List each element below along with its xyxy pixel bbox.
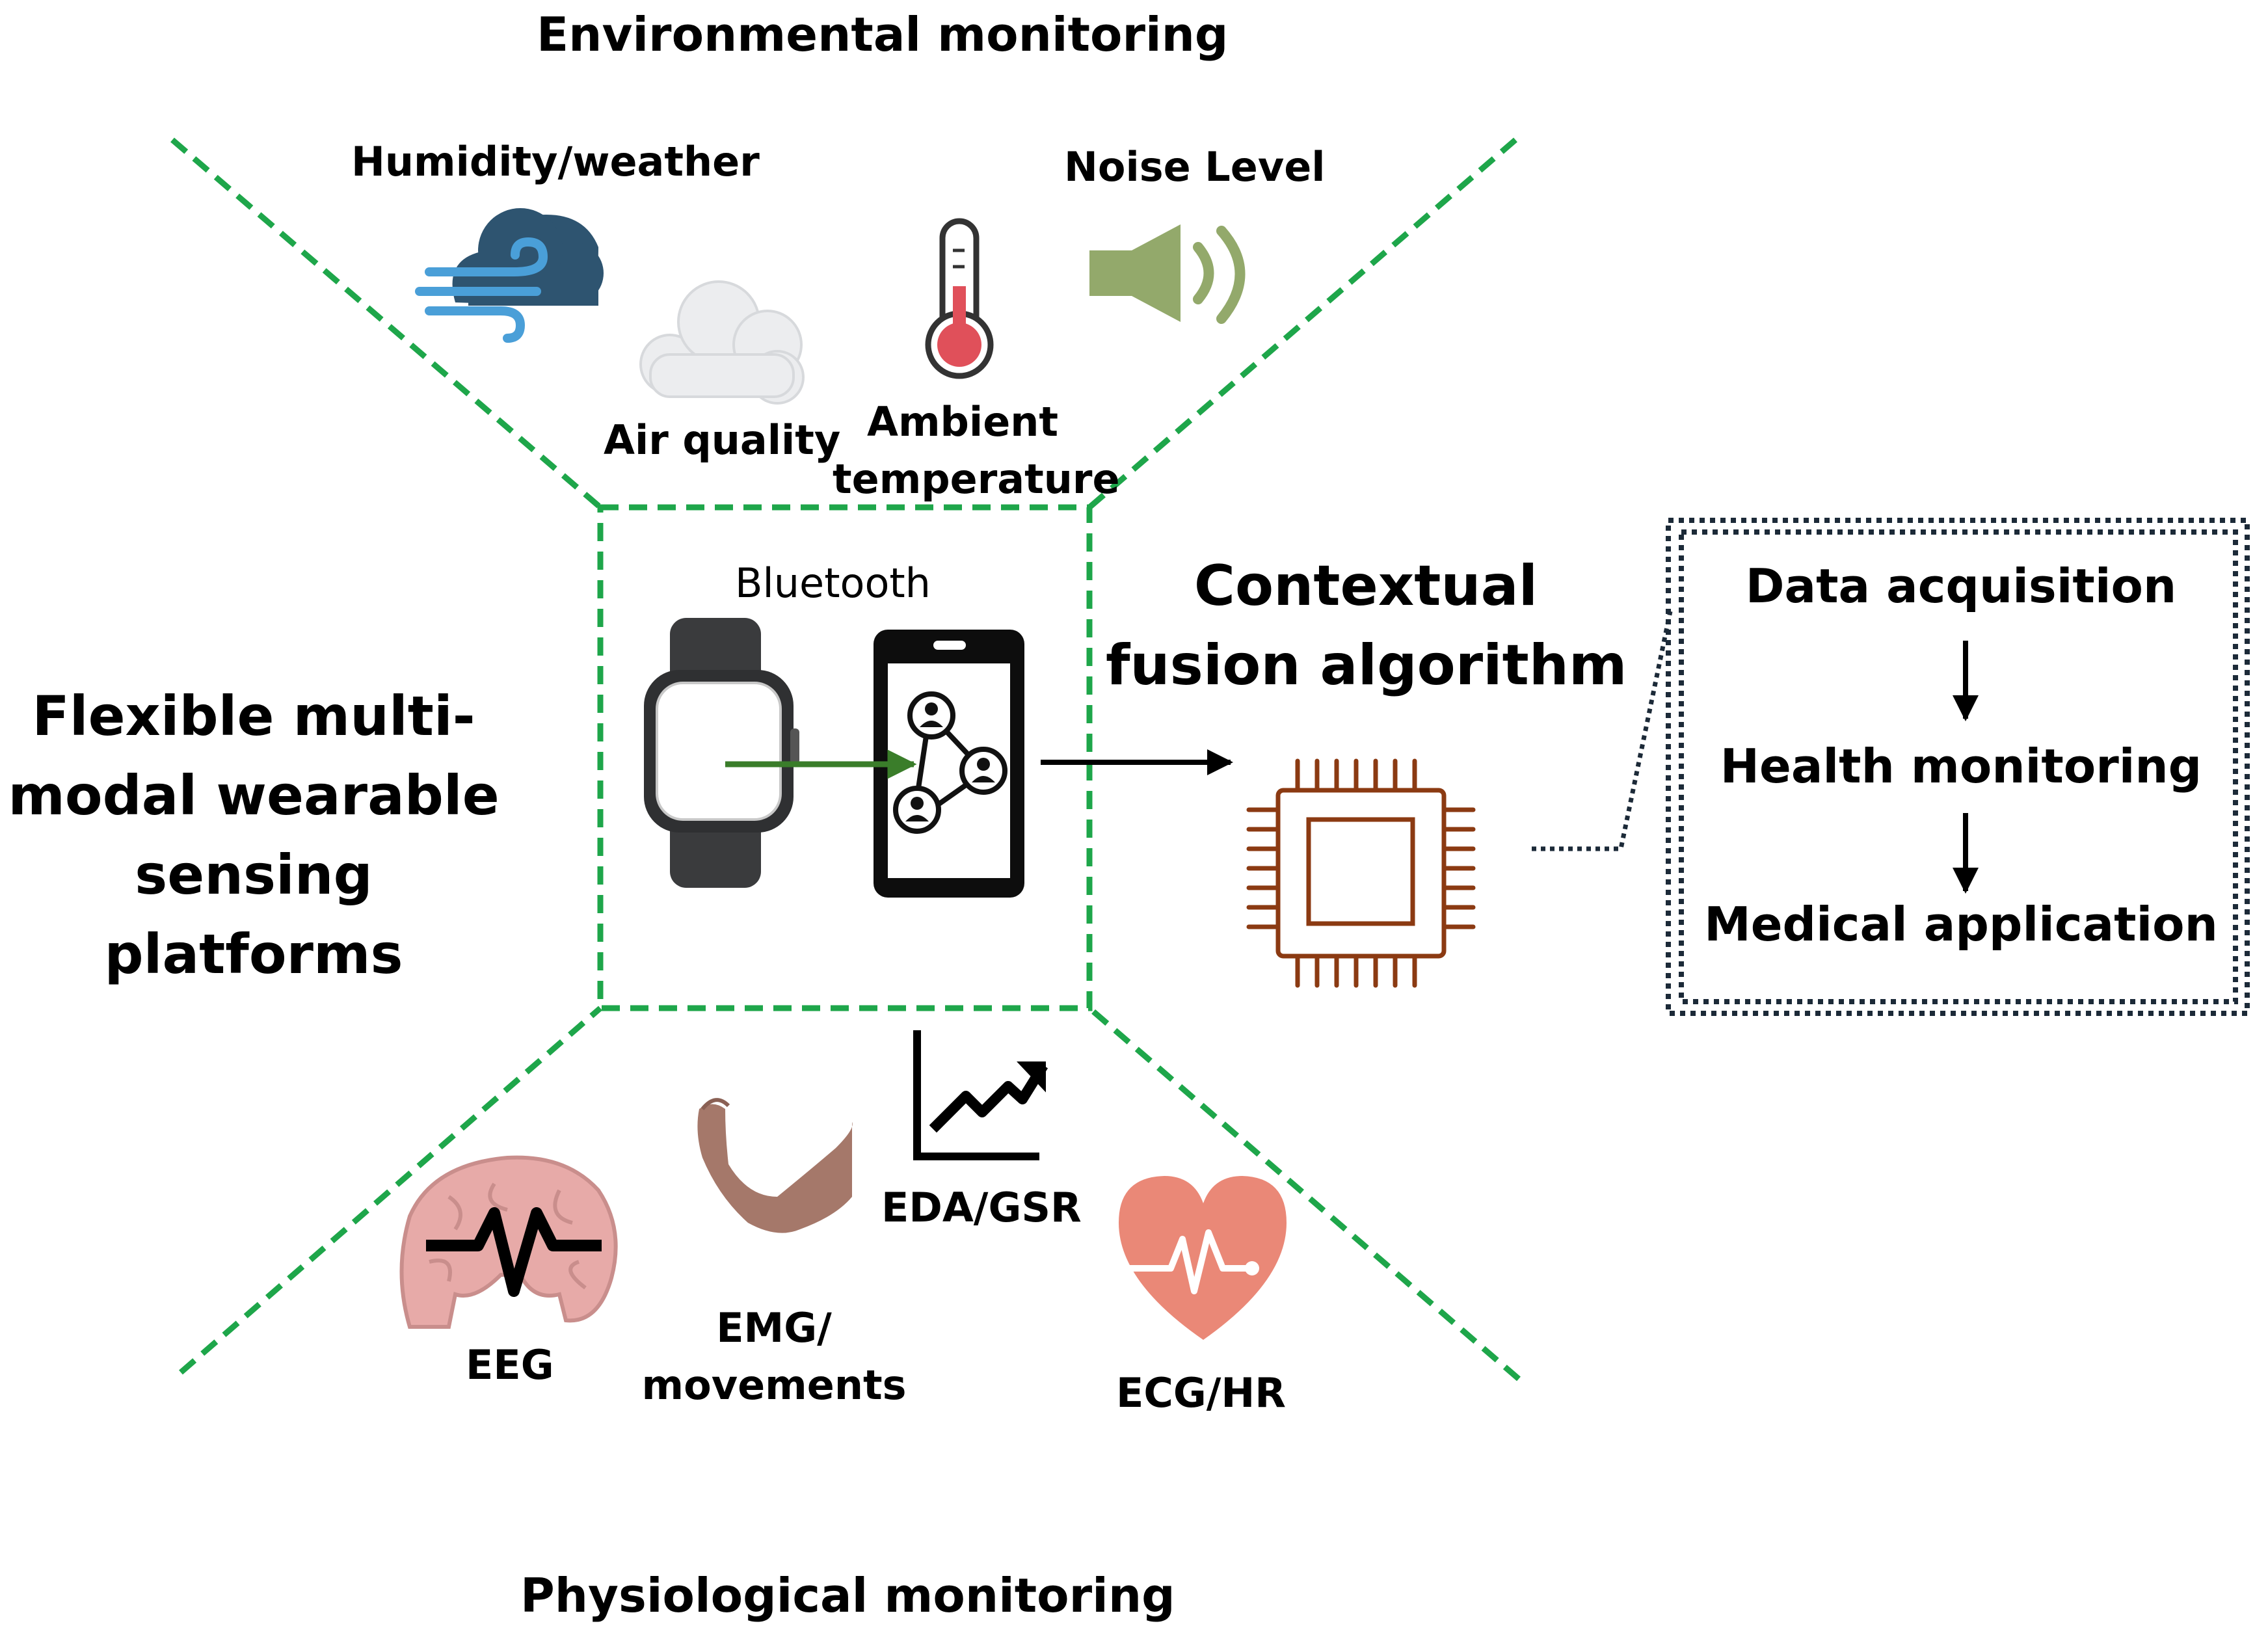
platform-title-line2: modal wearable [8, 764, 500, 827]
fusion-algorithm-line1: Contextual [1194, 554, 1538, 619]
ambient-temperature-label: Ambient temperature [833, 394, 1120, 508]
diagonal-top-right [1087, 137, 1517, 510]
air-quality-label: Air quality [604, 416, 841, 464]
ambient-temperature-line1: Ambient [866, 398, 1059, 446]
environmental-monitoring-title: Environmental monitoring [537, 7, 1229, 62]
smartwatch-icon [644, 618, 799, 888]
network-users-icon [893, 691, 1007, 834]
pipeline-box [1666, 518, 2250, 1016]
humidity-label: Humidity/weather [351, 138, 760, 185]
speaker-icon [1089, 224, 1246, 324]
platform-title-line3: sensing [135, 843, 373, 907]
chip-icon [1246, 758, 1476, 988]
arm-muscle-icon [697, 1098, 853, 1233]
emg-label-line1: EMG/ [716, 1304, 832, 1352]
diagonal-bottom-right [1087, 1006, 1521, 1381]
diagonal-bottom-left [179, 1006, 602, 1375]
thermometer-icon [925, 218, 994, 379]
fusion-algorithm-title: Contextual fusion algorithm [1106, 546, 1627, 705]
diagonal-top-left [170, 137, 602, 510]
pipeline-step-medical-application: Medical application [1704, 897, 2218, 952]
fusion-algorithm-line2: fusion algorithm [1106, 633, 1627, 698]
ecg-hr-label: ECG/HR [1116, 1369, 1287, 1417]
emg-label: EMG/ movements [637, 1300, 911, 1414]
physiological-monitoring-title: Physiological monitoring [520, 1568, 1175, 1623]
bluetooth-label: Bluetooth [735, 559, 931, 607]
pipeline-connector [1532, 611, 1673, 851]
pipeline-step-data-acquisition: Data acquisition [1745, 559, 2177, 613]
eda-gsr-label: EDA/GSR [881, 1184, 1082, 1231]
platform-title: Flexible multi- modal wearable sensing p… [0, 676, 507, 994]
cloud-wind-icon [415, 208, 604, 343]
ambient-temperature-line2: temperature [833, 455, 1120, 503]
pipeline-step-health-monitoring: Health monitoring [1720, 739, 2202, 794]
eeg-wave-icon [426, 1207, 602, 1297]
center-dashed-box [597, 504, 1093, 1011]
noise-level-label: Noise Level [1064, 143, 1326, 191]
dashed-frame [170, 137, 1521, 1381]
heart-ecg-icon [1119, 1176, 1287, 1340]
brain-icon [399, 1155, 618, 1329]
trend-chart-icon [913, 1030, 1048, 1160]
cloud-icon [639, 280, 805, 405]
eeg-label: EEG [466, 1341, 554, 1389]
platform-title-line1: Flexible multi- [32, 684, 475, 748]
platform-title-line4: platforms [104, 922, 403, 986]
emg-label-line2: movements [641, 1361, 907, 1409]
